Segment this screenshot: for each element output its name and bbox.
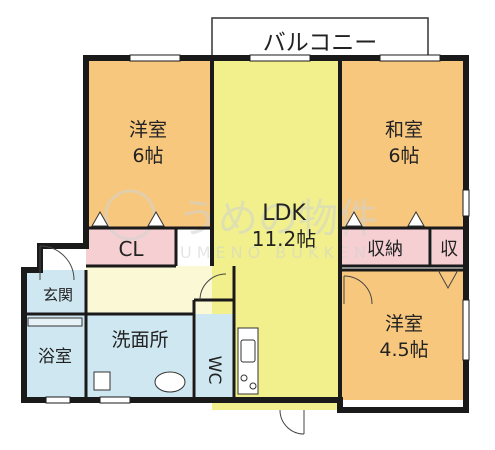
storage-door-mark-1 [345, 210, 363, 227]
watermark-roman-text: UMENO BUKKEN [180, 243, 371, 262]
washbasin-icon [93, 371, 111, 391]
entrance-area [24, 270, 86, 314]
closet-door-mark-1 [91, 210, 109, 227]
japanese-room-name: 和室 [385, 119, 423, 141]
hall-area [86, 266, 212, 314]
door-wc-swing [199, 273, 227, 301]
closet-door-mark-2 [147, 210, 165, 227]
windows [45, 54, 470, 404]
stove-burner-2-icon [249, 382, 257, 390]
walls [21, 55, 469, 413]
fixtures [27, 317, 259, 395]
storage-label: 収納 [367, 239, 403, 260]
japanese-room-size: 6帖 [388, 145, 419, 167]
window-room1 [129, 54, 181, 62]
bathroom-label: 浴室 [38, 347, 72, 367]
entrance-label: 玄関 [43, 286, 73, 304]
stove-burner-1-icon [240, 374, 248, 382]
sink-icon [240, 339, 256, 363]
ldk-size: 11.2帖 [252, 227, 317, 251]
window-ldk [249, 54, 311, 62]
door-small-storage [437, 269, 459, 290]
closet-label: CL [118, 237, 144, 261]
door-front-swing [279, 409, 305, 435]
western-room-1-size: 6帖 [132, 145, 163, 167]
bathtub-icon [27, 317, 83, 327]
closet-door-marks [91, 210, 425, 227]
japanese-room [340, 58, 466, 228]
door-room2-swing [343, 275, 373, 305]
balcony-label: バルコニー [263, 30, 378, 56]
western-room-1-name: 洋室 [129, 119, 167, 141]
balcony-area [211, 17, 429, 59]
closet-area [86, 228, 176, 266]
washing-machine-icon [154, 371, 186, 393]
bathroom-area [24, 314, 86, 400]
toilet-area [194, 314, 234, 400]
western-room-2-name: 洋室 [385, 313, 423, 335]
window-bath [45, 396, 71, 404]
storage-area [340, 228, 430, 266]
western-room-2 [340, 270, 466, 400]
ldk-name: LDK [262, 201, 306, 226]
storage-small-area [432, 228, 466, 266]
door-entrance-swing [39, 245, 75, 281]
window-right-lower [462, 299, 470, 361]
outer-wall [21, 55, 469, 413]
storage-small-label: 収 [440, 239, 458, 260]
window-wash [99, 396, 131, 404]
window-japanese [379, 54, 441, 62]
window-right-upper [462, 189, 470, 217]
storage-door-mark-2 [407, 210, 425, 227]
toilet-label: WC [204, 356, 224, 385]
western-room-2-size: 4.5帖 [379, 339, 428, 361]
doors [39, 245, 459, 435]
washroom-label: 洗面所 [111, 329, 168, 351]
